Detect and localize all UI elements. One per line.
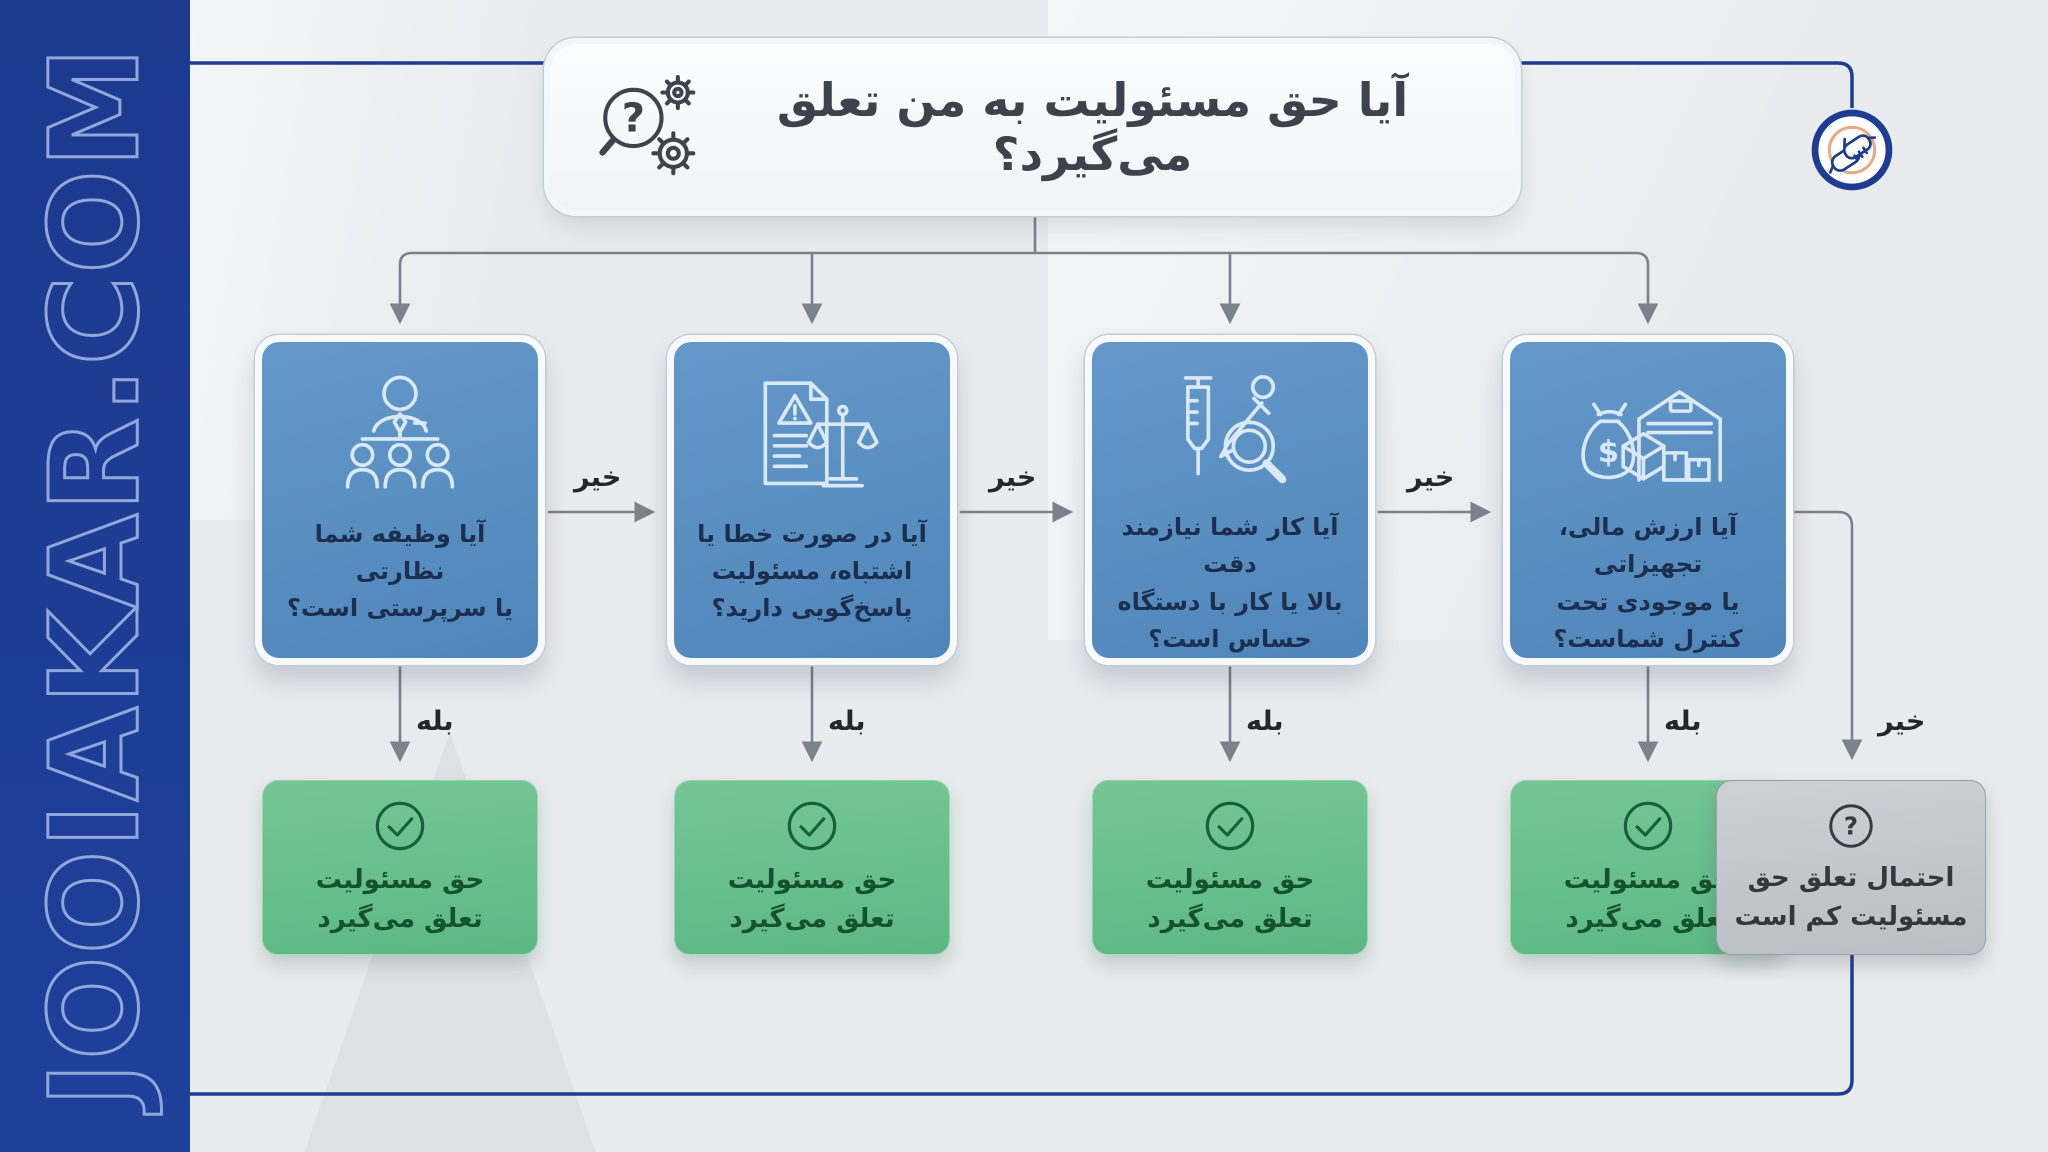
title-box: ? آیا حق مسئولیت به من تعلق می‌گیرد؟ [550, 44, 1515, 210]
result-box-positive: حق مسئولیت تعلق می‌گیرد [674, 780, 950, 955]
question-box-accountability: آیا در صورت خطا یا اشتباه، مسئولیت پاسخ‌… [667, 335, 957, 665]
question-text: آیا کار شما نیازمند دقت بالا یا کار با د… [1117, 513, 1343, 653]
brand-logo [1810, 108, 1894, 192]
manager-team-icon [326, 356, 474, 514]
question-text: آیا ارزش مالی، تجهیزاتی یا موجودی تحت کن… [1553, 513, 1743, 653]
connector-tree [389, 210, 1659, 325]
result-text: حق مسئولیت تعلق می‌گیرد [1563, 864, 1733, 934]
no-label: خیر [1878, 706, 1926, 737]
result-text: حق مسئولیت تعلق می‌گیرد [727, 864, 897, 934]
check-circle-icon [1201, 797, 1259, 855]
no-label: خیر [989, 462, 1037, 493]
yes-label: بله [1664, 706, 1702, 737]
no-label: خیر [574, 462, 622, 493]
yes-label: بله [828, 706, 866, 737]
page-title: آیا حق مسئولیت به من تعلق می‌گیرد؟ [776, 73, 1409, 181]
question-box-supervision: آیا وظیفه شما نظارتی یا سرپرستی است؟ [255, 335, 545, 665]
question-box-assets: $ آیا ارزش مالی، تجهیزاتی یا موجودی تحت … [1503, 335, 1793, 665]
handshake-icon [1811, 109, 1893, 191]
result-text: احتمال تعلق حق مسئولیت کم است [1734, 862, 1968, 932]
question-circle-icon: ? [1824, 799, 1878, 853]
yes-connectors [389, 665, 1659, 763]
error-document-scales-icon [738, 356, 886, 514]
money-warehouse-icon: $ [1569, 356, 1727, 507]
result-box-positive: حق مسئولیت تعلق می‌گیرد [262, 780, 538, 955]
yes-label: بله [1246, 706, 1284, 737]
frame-line-bottom [190, 953, 1854, 1096]
brand-watermark: JOOIAKAR.COM [23, 43, 168, 1109]
check-circle-icon [1619, 797, 1677, 855]
question-box-precision: آیا کار شما نیازمند دقت بالا یا کار با د… [1085, 335, 1375, 665]
question-text: آیا در صورت خطا یا اشتباه، مسئولیت پاسخ‌… [697, 520, 927, 623]
result-text: حق مسئولیت تعلق می‌گیرد [1145, 864, 1315, 934]
syringe-magnifier-icon [1156, 356, 1304, 507]
check-circle-icon [371, 797, 429, 855]
svg-text:?: ? [622, 96, 645, 142]
result-text: حق مسئولیت تعلق می‌گیرد [315, 864, 485, 934]
result-box-positive: حق مسئولیت تعلق می‌گیرد [1092, 780, 1368, 955]
sidebar-brand-band: JOOIAKAR.COM [0, 0, 190, 1152]
question-gears-icon: ? [588, 68, 706, 186]
no-label: خیر [1407, 462, 1455, 493]
yes-label: بله [416, 706, 454, 737]
svg-text:$: $ [1598, 435, 1619, 470]
svg-text:?: ? [1844, 811, 1858, 840]
check-circle-icon [783, 797, 841, 855]
result-box-negative: ? احتمال تعلق حق مسئولیت کم است [1716, 780, 1986, 955]
question-text: آیا وظیفه شما نظارتی یا سرپرستی است؟ [286, 520, 514, 623]
